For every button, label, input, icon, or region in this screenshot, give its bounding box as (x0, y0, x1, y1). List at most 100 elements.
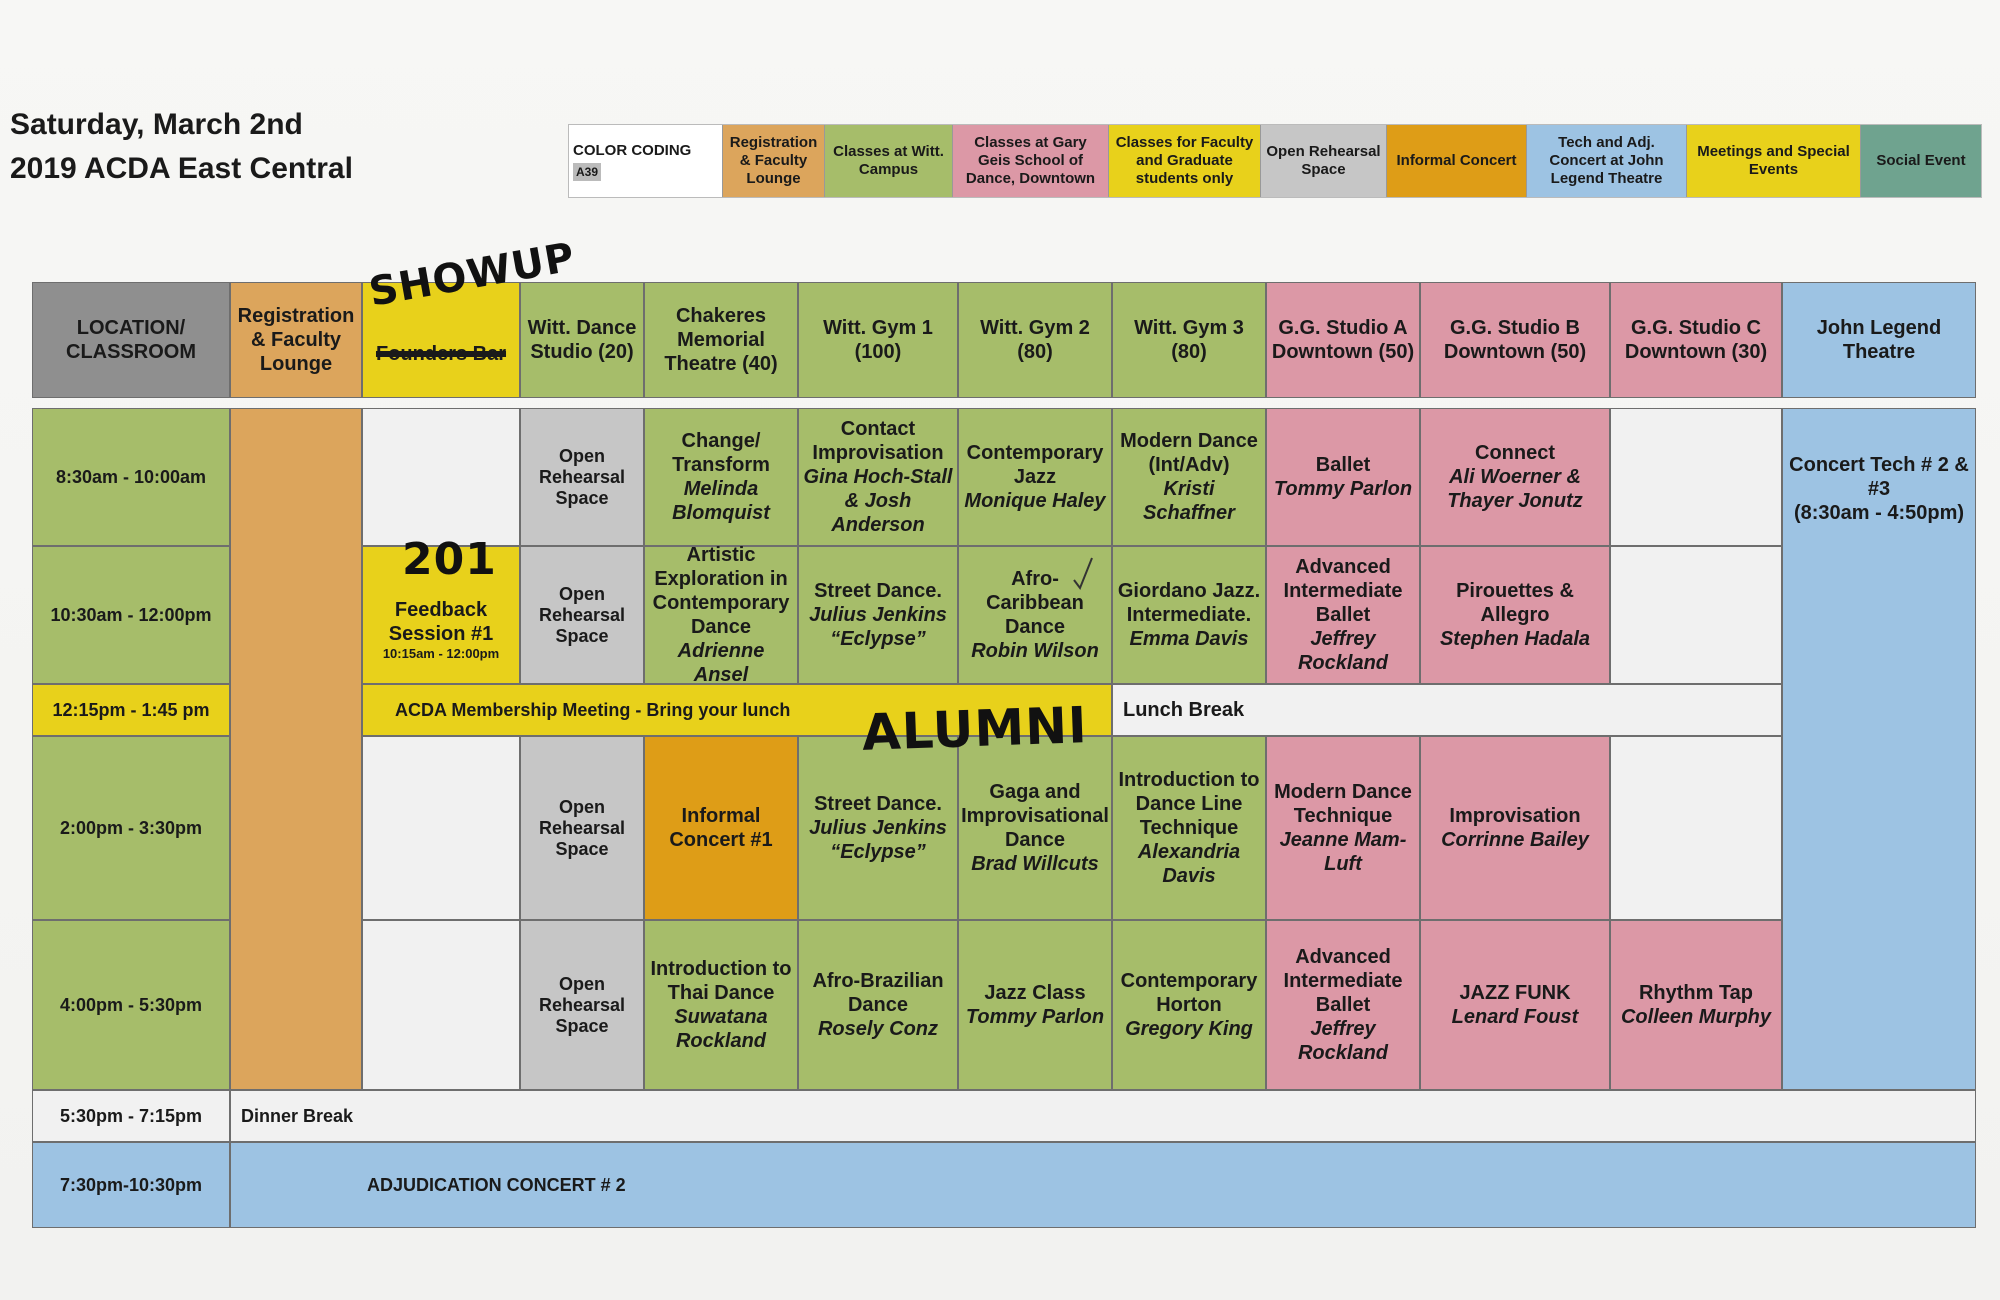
studio-c-slot-2-empty (1610, 546, 1782, 684)
class-instructor: Corrinne Bailey (1441, 829, 1589, 851)
open-rehearsal-4: Open Rehearsal Space (520, 920, 644, 1090)
studio-c-slot-4-empty (1610, 736, 1782, 920)
handwritten-alumni: ALUMNI (861, 696, 1089, 762)
class-studio-b-5: JAZZ FUNK Lenard Foust (1420, 920, 1610, 1090)
schedule-event-title: 2019 ACDA East Central (10, 152, 353, 185)
time-slot-5: 4:00pm - 5:30pm (32, 920, 230, 1090)
class-instructor: Melinda Blomquist (672, 478, 770, 524)
class-instructor: Jeffrey Rockland (1297, 628, 1389, 674)
class-title: Contemporary Jazz (966, 442, 1104, 488)
class-studio-a-5: Advanced Intermediate Ballet Jeffrey Roc… (1266, 920, 1420, 1090)
time-slot-6: 5:30pm - 7:15pm (32, 1090, 230, 1142)
class-instructor: Suwatana Rockland (674, 1006, 768, 1052)
legend-witt-classes: Classes at Witt. Campus (825, 125, 953, 197)
header-studio-a: G.G. Studio A Downtown (50) (1266, 282, 1420, 398)
legend-meetings: Meetings and Special Events (1687, 125, 1861, 197)
class-title: Gaga and Improvisational Dance (961, 781, 1109, 851)
class-title: Advanced Intermediate Ballet (1283, 556, 1403, 626)
class-instructor: Tommy Parlon (965, 1006, 1105, 1028)
class-title: Ballet (1315, 454, 1371, 476)
concert-tech-block: Concert Tech # 2 & #3 (8:30am - 4:50pm) (1782, 408, 1976, 1090)
class-chakeres-5: Introduction to Thai Dance Suwatana Rock… (644, 920, 798, 1090)
founders-slot-4-empty (362, 736, 520, 920)
class-gym1-1: Contact Improvisation Gina Hoch-Stall & … (798, 408, 958, 546)
header-studio-c: G.G. Studio C Downtown (30) (1610, 282, 1782, 398)
class-instructor: Julius Jenkins “Eclypse” (809, 817, 947, 863)
time-slot-1: 8:30am - 10:00am (32, 408, 230, 546)
header-gym1: Witt. Gym 1 (100) (798, 282, 958, 398)
class-title: Afro-Caribbean Dance (986, 568, 1084, 638)
legend-open-rehearsal: Open Rehearsal Space (1261, 125, 1387, 197)
class-gym1-4: Street Dance. Julius Jenkins “Eclypse” (798, 736, 958, 920)
class-instructor: Colleen Murphy (1620, 1006, 1771, 1028)
class-chakeres-1: Change/ Transform Melinda Blomquist (644, 408, 798, 546)
class-studio-b-4: Improvisation Corrinne Bailey (1420, 736, 1610, 920)
class-title: Advanced Intermediate Ballet (1283, 946, 1403, 1016)
class-studio-a-1: Ballet Tommy Parlon (1266, 408, 1420, 546)
class-instructor: Monique Haley (964, 490, 1106, 512)
header-witt-dance: Witt. Dance Studio (20) (520, 282, 644, 398)
class-instructor: Brad Willcuts (971, 853, 1099, 875)
open-rehearsal-3: Open Rehearsal Space (520, 736, 644, 920)
class-title: Contact Improvisation (812, 418, 944, 464)
studio-c-slot-1-empty (1610, 408, 1782, 546)
class-title: Pirouettes & Allegro (1456, 580, 1574, 626)
class-title: Rhythm Tap (1638, 982, 1754, 1004)
legend-registration: Registration & Faculty Lounge (723, 125, 825, 197)
class-title: Modern Dance Technique (1274, 781, 1412, 827)
dinner-break: Dinner Break (230, 1090, 1976, 1142)
class-instructor: Kristi Schaffner (1143, 478, 1235, 524)
legend-gg-classes: Classes at Gary Geis School of Dance, Do… (953, 125, 1109, 197)
class-gym2-5: Jazz Class Tommy Parlon (958, 920, 1112, 1090)
header-registration: Registration & Faculty Lounge (230, 282, 362, 398)
concert-tech-time: (8:30am - 4:50pm) (1793, 502, 1965, 524)
legend-title-cell: COLOR CODING A39 (569, 125, 723, 197)
open-rehearsal-2: Open Rehearsal Space (520, 546, 644, 684)
feedback-session: Feedback Session #1 10:15am - 12:00pm (362, 546, 520, 684)
class-gym2-4: Gaga and Improvisational Dance Brad Will… (958, 736, 1112, 920)
class-instructor: Gina Hoch-Stall & Josh Anderson (803, 466, 953, 536)
lunch-break: Lunch Break (1112, 684, 1782, 736)
header-gym2: Witt. Gym 2 (80) (958, 282, 1112, 398)
header-location: LOCATION/ CLASSROOM (32, 282, 230, 398)
legend-social: Social Event (1861, 125, 1981, 197)
legend-tech-concert: Tech and Adj. Concert at John Legend The… (1527, 125, 1687, 197)
open-rehearsal-1: Open Rehearsal Space (520, 408, 644, 546)
class-instructor: Jeffrey Rockland (1297, 1018, 1389, 1064)
class-studio-c-5: Rhythm Tap Colleen Murphy (1610, 920, 1782, 1090)
feedback-session-title: Feedback Session #1 (388, 598, 494, 645)
class-gym3-4: Introduction to Dance Line Technique Ale… (1112, 736, 1266, 920)
time-slot-4: 2:00pm - 3:30pm (32, 736, 230, 920)
class-studio-b-2: Pirouettes & Allegro Stephen Hadala (1420, 546, 1610, 684)
handwritten-room-number: 201 (402, 534, 497, 585)
class-title: Artistic Exploration in Contemporary Dan… (652, 544, 790, 638)
registration-block (230, 408, 362, 1090)
schedule-date: Saturday, March 2nd (10, 108, 303, 141)
adjudication-concert: ADJUDICATION CONCERT # 2 (230, 1142, 1976, 1228)
feedback-session-time: 10:15am - 12:00pm (382, 645, 500, 661)
legend-faculty-classes: Classes for Faculty and Graduate student… (1109, 125, 1261, 197)
class-gym2-1: Contemporary Jazz Monique Haley (958, 408, 1112, 546)
class-title: Introduction to Thai Dance (650, 958, 792, 1004)
class-studio-a-4: Modern Dance Technique Jeanne Mam-Luft (1266, 736, 1420, 920)
class-gym3-5: Contemporary Horton Gregory King (1112, 920, 1266, 1090)
class-instructor: Gregory King (1125, 1018, 1253, 1040)
header-founders-label: Founders Bar (375, 343, 507, 365)
class-instructor: Robin Wilson (971, 640, 1099, 662)
class-instructor: Stephen Hadala (1439, 628, 1591, 650)
class-instructor: Tommy Parlon (1273, 478, 1413, 500)
founders-slot-5-empty (362, 920, 520, 1090)
informal-concert: Informal Concert #1 (644, 736, 798, 920)
class-chakeres-2: Artistic Exploration in Contemporary Dan… (644, 544, 798, 686)
legend-code: A39 (573, 162, 602, 181)
class-title: Improvisation (1449, 805, 1581, 827)
header-studio-b: G.G. Studio B Downtown (50) (1420, 282, 1610, 398)
class-instructor: Adrienne Ansel (677, 640, 765, 686)
time-slot-2: 10:30am - 12:00pm (32, 546, 230, 684)
checkmark-icon (1073, 557, 1093, 591)
class-studio-a-2: Advanced Intermediate Ballet Jeffrey Roc… (1266, 546, 1420, 684)
class-instructor: Alexandria Davis (1137, 841, 1241, 887)
class-instructor: Lenard Foust (1451, 1006, 1579, 1028)
header-founders: Founders Bar (362, 282, 520, 398)
